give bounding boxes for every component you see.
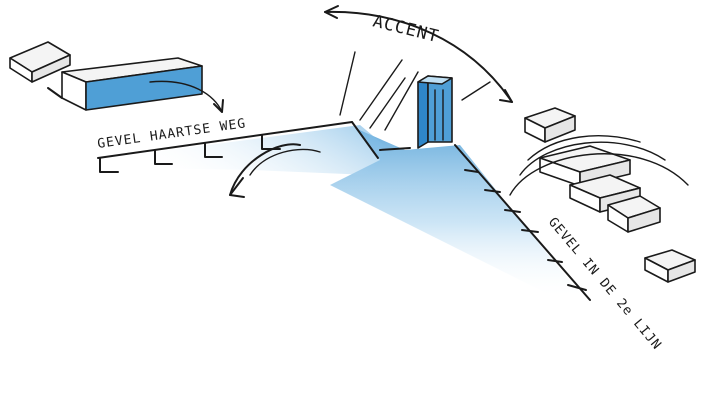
block-right-4 [607, 195, 661, 233]
block-right-5 [644, 249, 696, 283]
block-top-left [9, 41, 71, 83]
accent-label: ACCENT [371, 11, 441, 47]
block-right-3 [569, 174, 641, 213]
accent-tower [417, 75, 453, 149]
perspective-lines [339, 51, 491, 131]
cluster-arcs [509, 135, 689, 196]
block-blue-long [47, 57, 224, 113]
block-right-1 [524, 107, 576, 143]
ground-wash [95, 125, 585, 300]
accent-arrow [324, 5, 513, 103]
facade-haartse-weg [97, 121, 379, 198]
facade-tweede-lijn [379, 144, 591, 301]
